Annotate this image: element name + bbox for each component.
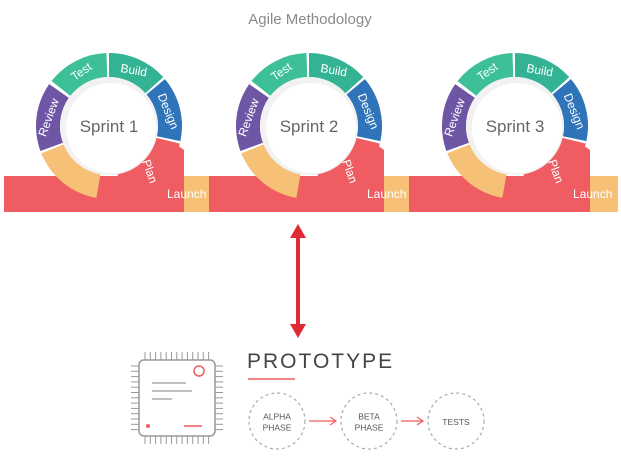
- ring-segment-yellow: [447, 144, 507, 198]
- step-label: PHASE: [263, 423, 292, 433]
- arrow-head-up: [290, 224, 306, 238]
- prototype-step: TESTS: [427, 392, 485, 450]
- arrow-head-down: [290, 324, 306, 338]
- ring-segment-build: [109, 53, 164, 94]
- ring-segment-review: [36, 84, 69, 151]
- launch-label: Launch: [367, 187, 406, 201]
- sprint-label: Sprint 3: [486, 117, 545, 136]
- launch-label: Launch: [167, 187, 206, 201]
- ring-segment-test: [457, 53, 514, 96]
- step-label: BETA: [358, 412, 380, 422]
- ring-segment-yellow: [41, 144, 101, 198]
- phase-label: Build: [319, 61, 348, 79]
- ring-segment-plan: [317, 137, 380, 198]
- step-label: ALPHA: [263, 412, 291, 422]
- chip-red-dot: [146, 424, 150, 428]
- ring-inner: [266, 83, 356, 173]
- ring-segment-review: [235, 84, 269, 151]
- ring-segment-design: [146, 79, 182, 142]
- ring-segment-design: [552, 79, 588, 142]
- ring-segment-build: [309, 53, 364, 94]
- ring-segment-build: [515, 53, 570, 94]
- ring-segment-test: [251, 53, 308, 96]
- ring-segment-review: [442, 84, 475, 151]
- step-circle: [248, 392, 306, 450]
- ring-inner: [472, 83, 562, 173]
- chip-icon: [131, 352, 223, 444]
- prototype-title: PROTOTYPE: [247, 350, 394, 373]
- phase-label: Build: [119, 61, 148, 79]
- step-circle: [340, 392, 398, 450]
- step-circle: [427, 392, 485, 450]
- sprint-label: Sprint 2: [280, 117, 339, 136]
- double-arrow: [290, 224, 306, 338]
- phase-label: Build: [525, 61, 554, 79]
- chip-dot-ring: [193, 365, 205, 377]
- step-arrow-head: [416, 416, 425, 426]
- ring-segment-yellow: [241, 144, 301, 198]
- step-label: PHASE: [355, 423, 384, 433]
- ring-segment-plan: [117, 137, 180, 198]
- ring-segment-test: [51, 53, 108, 96]
- step-arrow-head: [329, 416, 338, 426]
- chip-body: [138, 359, 216, 437]
- diagram-title: Agile Methodology: [248, 11, 372, 28]
- step-label: TESTS: [442, 417, 470, 427]
- ring-segment-design: [346, 79, 382, 142]
- ring-inner: [66, 83, 156, 173]
- launch-label: Launch: [573, 187, 612, 201]
- sprint-label: Sprint 1: [80, 117, 139, 136]
- ring-segment-plan: [523, 137, 586, 198]
